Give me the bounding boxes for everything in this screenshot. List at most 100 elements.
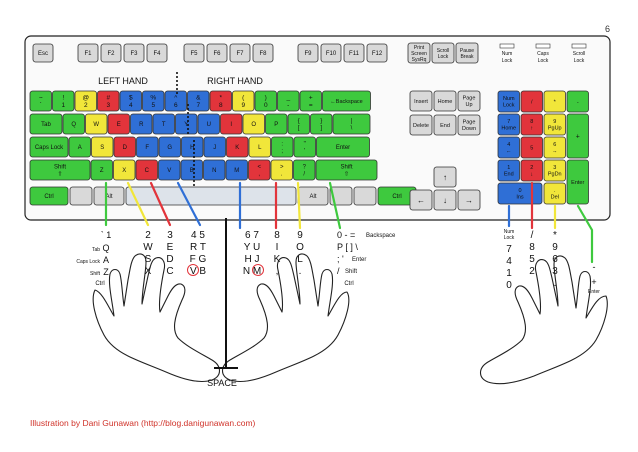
arrow-left-key: ←: [409, 189, 433, 211]
key-cap: [206, 43, 228, 63]
key-label: F10: [326, 51, 337, 57]
function-key-f3: F3: [123, 43, 145, 63]
key-number-row: !1: [52, 90, 75, 112]
key-label: [: [298, 126, 300, 132]
key-cap: [366, 43, 388, 63]
indicator-light: [535, 43, 551, 49]
key-label: F7: [236, 51, 244, 57]
numpad-middle-label: 2: [529, 266, 535, 277]
key-cap: [29, 159, 91, 181]
key-cap: [125, 186, 297, 206]
indicator-label: Lock: [502, 58, 513, 64]
key-number-row: )0: [254, 90, 277, 112]
key-cap: [91, 136, 114, 158]
key-home-row: Caps Lock: [29, 136, 69, 158]
key-label: PgUp: [548, 126, 562, 132]
key-shift-row: ?/: [293, 159, 316, 181]
key-number-row: _-: [277, 90, 300, 112]
key-label: Enter: [571, 180, 584, 186]
left-ring-label: X: [145, 266, 152, 277]
key-cap: [100, 43, 122, 63]
key-label: L: [258, 145, 262, 151]
key-label: 3: [106, 102, 110, 109]
key-label: Z: [100, 168, 104, 174]
left-index-label: F G: [190, 254, 207, 265]
right-ring-label: O: [296, 242, 304, 253]
left-middle-label: C: [166, 266, 173, 277]
function-key-f2: F2: [100, 43, 122, 63]
right-pinky-shift: Shift: [345, 269, 357, 275]
key-label: 9: [553, 119, 556, 125]
key-home-row: K: [226, 136, 249, 158]
key-label: Scroll: [437, 48, 450, 54]
key-cap: [142, 90, 165, 112]
key-home-row: "': [293, 136, 316, 158]
key-bottom-row: [353, 186, 377, 206]
key-number-row: (9: [232, 90, 255, 112]
key-cap: [543, 90, 566, 113]
key-cap: [310, 113, 333, 135]
key-number-row: +=: [299, 90, 322, 112]
key-cap: [287, 113, 310, 135]
numpad-del-key: .Del: [543, 182, 566, 205]
key-cap: [203, 159, 226, 181]
key-label: !: [62, 95, 64, 102]
key-shift-row: C: [135, 159, 158, 181]
left-ring-label: W: [143, 242, 153, 253]
numpad-key: *: [543, 90, 566, 113]
key-label: ←: [506, 149, 512, 155]
key-cap: [158, 159, 181, 181]
key-home-row: F: [136, 136, 159, 158]
key-label: &: [196, 95, 201, 102]
indicator-label: Caps: [537, 51, 549, 57]
hand-divider: [176, 72, 195, 188]
function-key-f12: F12: [366, 43, 388, 63]
indicator-light: [571, 43, 587, 49]
key-number-row: ^6: [164, 90, 187, 112]
credit-text: Illustration by Dani Gunawan (http://blo…: [30, 418, 256, 428]
key-label: |: [351, 119, 353, 125]
key-shift-row: N: [203, 159, 226, 181]
key-label: D: [123, 145, 128, 151]
numpad-hand-outline: [479, 255, 608, 385]
key-label: Tab: [41, 122, 51, 128]
key-number-row: &7: [187, 90, 210, 112]
key-label: End: [504, 172, 514, 178]
key-label: 6: [553, 142, 556, 148]
key-qwerty-row: U: [197, 113, 220, 135]
key-cap: [409, 189, 433, 211]
key-cap: [164, 90, 187, 112]
key-label: 8: [530, 119, 533, 125]
numpad-key: 5: [520, 136, 543, 159]
function-key-f5: F5: [183, 43, 205, 63]
key-label: 2: [530, 165, 533, 171]
key-number-row: *8: [209, 90, 232, 112]
numpad-middle-label: 8: [529, 242, 535, 253]
key-label: >: [280, 165, 284, 171]
key-label: H: [190, 145, 194, 151]
key-label: .: [554, 188, 556, 194]
key-label: Q: [71, 122, 76, 128]
numpad-enter-key: Enter: [566, 159, 589, 205]
page-number: 6: [604, 24, 610, 34]
key-qwerty-row: W: [85, 113, 108, 135]
left-pinky-ctrl: Ctrl: [95, 281, 104, 287]
key-label: }: [320, 119, 322, 125]
key-label: T: [162, 122, 166, 128]
numpad-plus-key: +: [566, 113, 589, 159]
key-label: ?: [303, 165, 307, 171]
right-pinky-label-2: P [ ] \: [337, 242, 358, 252]
left-pinky-shift: Shift: [90, 271, 101, 277]
key-label: Lock: [503, 103, 515, 109]
key-label: Shift: [340, 165, 352, 171]
key-cap: [135, 159, 158, 181]
line-right-ring: [296, 181, 302, 230]
key-label: Screen: [411, 51, 427, 57]
indicator-label: Num: [502, 51, 513, 57]
key-label: 5: [530, 145, 533, 151]
key-label: X: [122, 168, 126, 174]
indicator-light: [499, 43, 515, 49]
key-bottom-row: [69, 186, 93, 206]
